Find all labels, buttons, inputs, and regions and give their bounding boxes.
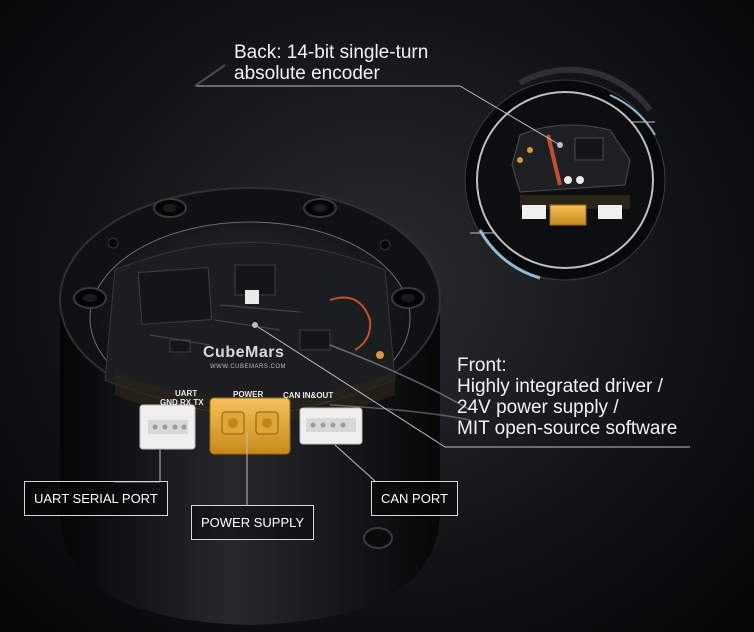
board-brand: CubeMars <box>203 344 285 361</box>
silk-power: POWER <box>233 390 264 399</box>
back-callout-line2: absolute encoder <box>234 63 380 84</box>
callout-lines <box>115 64 690 505</box>
front-callout-line1: Front: <box>457 355 507 376</box>
encoder-inset <box>464 66 666 281</box>
front-callout: Front: Highly integrated driver / 24V po… <box>457 355 677 439</box>
can-connector <box>299 407 363 445</box>
uart-serial-port-label: UART SERIAL PORT <box>24 481 168 516</box>
uart-connector <box>139 404 196 450</box>
silk-can: CAN IN&OUT <box>283 391 334 400</box>
back-callout-line1: Back: 14-bit single-turn <box>234 42 429 63</box>
silk-uart-pins: GND RX TX <box>160 398 204 407</box>
front-callout-line3: 24V power supply / <box>457 397 619 418</box>
power-supply-label: POWER SUPPLY <box>191 505 315 540</box>
can-port-label: CAN PORT <box>371 481 458 516</box>
board-website: WWW.CUBEMARS.COM <box>210 364 286 370</box>
power-connector <box>209 397 291 455</box>
front-callout-line2: Highly integrated driver / <box>457 376 663 397</box>
back-callout: Back: 14-bit single-turn absolute encode… <box>234 42 428 84</box>
front-callout-line4: MIT open-source software <box>457 418 678 439</box>
silk-uart: UART <box>175 389 198 398</box>
